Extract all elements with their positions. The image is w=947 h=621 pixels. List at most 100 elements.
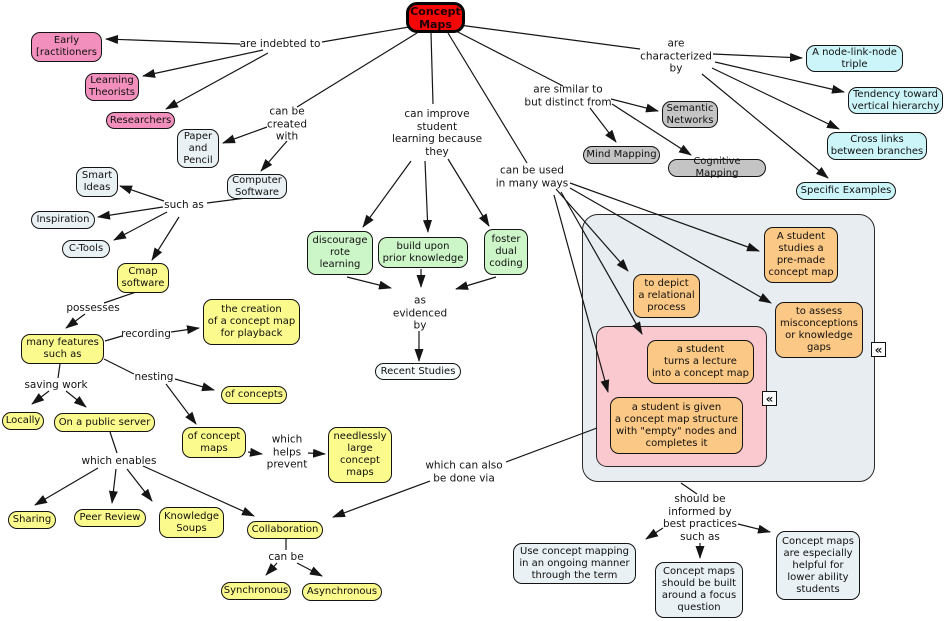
link-label-such-as[interactable]: such as xyxy=(164,198,204,211)
connector-line xyxy=(142,49,264,78)
node-semantic-networks[interactable]: Semantic Networks xyxy=(662,101,718,128)
connector-line xyxy=(109,431,118,454)
node-foster-dual-coding[interactable]: foster dual coding xyxy=(484,229,528,275)
link-label-can-be-created-with[interactable]: can be created with xyxy=(267,105,307,143)
link-label-saving-work[interactable]: saving work xyxy=(24,378,88,391)
connector-line xyxy=(142,465,255,517)
node-needlessly-large-maps[interactable]: needlessly large concept maps xyxy=(328,427,392,483)
node-ongoing-manner[interactable]: Use concept mapping in an ongoing manner… xyxy=(513,543,636,584)
node-computer-software[interactable]: Computer Software xyxy=(227,174,287,199)
connector-line xyxy=(57,363,61,379)
node-early-practitioners[interactable]: Early [ractitioners xyxy=(31,32,102,62)
connector-line xyxy=(569,187,772,304)
connector-line xyxy=(362,160,412,228)
node-student-empty-nodes[interactable]: a student is given a concept map structu… xyxy=(610,397,743,454)
connector-line xyxy=(113,211,168,241)
connector-line xyxy=(103,291,137,304)
link-label-can-be[interactable]: can be xyxy=(268,550,304,563)
node-focus-question[interactable]: Concept maps should be built around a fo… xyxy=(655,562,743,618)
node-cognitive-mapping[interactable]: Cognitive Mapping xyxy=(668,156,766,179)
link-label-should-be-informed[interactable]: should be informed by best practices suc… xyxy=(663,493,737,543)
connector-line xyxy=(430,32,434,105)
connector-line xyxy=(712,52,803,62)
connector-line xyxy=(447,158,490,227)
connector-line xyxy=(165,52,269,110)
node-inspiration[interactable]: Inspiration xyxy=(31,211,95,229)
node-mind-mapping[interactable]: Mind Mapping xyxy=(583,146,660,164)
link-label-which-enables[interactable]: which enables xyxy=(81,454,157,467)
node-node-link-node-triple[interactable]: A node-link-node triple xyxy=(806,45,903,72)
link-label-can-be-used[interactable]: can be used in many ways xyxy=(495,164,569,190)
connector-line xyxy=(170,325,200,335)
node-concept-maps[interactable]: Concept Maps xyxy=(406,2,465,33)
link-label-nesting[interactable]: nesting xyxy=(134,370,174,383)
node-paper-and-pencil[interactable]: Paper and Pencil xyxy=(177,129,219,168)
connector-line xyxy=(260,140,288,172)
connector-line xyxy=(151,216,180,261)
node-creation-for-playback[interactable]: the creation of a concept map for playba… xyxy=(203,299,300,345)
link-label-which-helps-prevent[interactable]: which helps prevent xyxy=(266,433,308,471)
node-asynchronous[interactable]: Asynchronous xyxy=(302,583,382,601)
node-build-upon-prior-knowledge[interactable]: build upon prior knowledge xyxy=(378,237,468,268)
node-smart-ideas[interactable]: Smart Ideas xyxy=(76,167,118,197)
link-label-as-evidenced-by[interactable]: as evidenced by xyxy=(392,294,448,332)
node-locally[interactable]: Locally xyxy=(2,412,44,430)
node-peer-review[interactable]: Peer Review xyxy=(74,509,146,527)
connector-line xyxy=(447,32,528,164)
connector-line xyxy=(247,447,263,457)
node-many-features[interactable]: many features such as xyxy=(21,334,104,364)
connector-line xyxy=(222,126,268,144)
node-of-concepts[interactable]: of concepts xyxy=(221,386,287,404)
node-cross-links-between-branches[interactable]: Cross links between branches xyxy=(827,132,927,160)
connector-line xyxy=(553,194,610,393)
connector-line xyxy=(126,468,153,502)
link-label-recording[interactable]: recording xyxy=(121,327,171,340)
node-student-premade-map[interactable]: A student studies a pre-made concept map xyxy=(764,227,838,283)
node-cmap-software[interactable]: Cmap software xyxy=(117,263,169,293)
link-label-are-similar-to[interactable]: are similar to but distinct from xyxy=(524,83,612,109)
connector-line xyxy=(611,103,692,156)
node-c-tools[interactable]: C-Tools xyxy=(62,240,110,258)
node-collaboration[interactable]: Collaboration xyxy=(247,521,323,539)
node-learning-theorists[interactable]: Learning Theorists xyxy=(85,73,139,101)
connector-line xyxy=(119,185,165,202)
node-knowledge-soups[interactable]: Knowledge Soups xyxy=(159,507,224,538)
link-label-possesses[interactable]: possesses xyxy=(66,301,120,314)
connector-line xyxy=(296,562,323,577)
connector-line xyxy=(422,160,432,233)
connector-line xyxy=(321,26,410,43)
node-sharing[interactable]: Sharing xyxy=(8,511,56,529)
link-label-are-indebted-to[interactable]: are indebted to xyxy=(239,37,321,50)
connector-line xyxy=(645,527,664,540)
collapsed-links-outer-icon[interactable]: « xyxy=(871,342,886,357)
connector-line xyxy=(589,107,617,143)
connector-line xyxy=(569,182,760,252)
node-student-lecture-to-map[interactable]: a student turns a lecture into a concept… xyxy=(647,340,754,384)
node-synchronous[interactable]: Synchronous xyxy=(221,582,291,600)
connector-line xyxy=(610,98,659,113)
node-of-concept-maps[interactable]: of concept maps xyxy=(182,427,246,458)
connector-line xyxy=(555,188,629,272)
node-specific-examples[interactable]: Specific Examples xyxy=(796,182,896,200)
node-assess-misconceptions[interactable]: to assess misconceptions or knowledge ga… xyxy=(775,302,863,358)
link-label-are-characterized-by[interactable]: are characterized by xyxy=(640,37,712,75)
node-discourage-rote-learning[interactable]: discourage rote learning xyxy=(307,231,373,275)
link-label-can-improve-learning[interactable]: can improve student learning because the… xyxy=(391,108,483,158)
link-label-which-can-also-be-done-via[interactable]: which can also be done via xyxy=(425,459,503,485)
node-lower-ability-students[interactable]: Concept maps are especially helpful for … xyxy=(776,531,860,600)
node-depict-relational-process[interactable]: to depict a relational process xyxy=(633,274,700,318)
collapsed-links-inner-icon[interactable]: « xyxy=(762,391,777,406)
connector-line xyxy=(105,34,241,45)
connector-line xyxy=(451,28,564,87)
connector-line xyxy=(165,383,197,425)
node-recent-studies[interactable]: Recent Studies xyxy=(375,363,461,380)
connector-line xyxy=(737,523,771,534)
node-on-a-public-server[interactable]: On a public server xyxy=(54,413,155,432)
connector-line xyxy=(104,335,123,342)
connector-line xyxy=(31,390,50,405)
connector-line xyxy=(265,562,278,576)
node-researchers[interactable]: Researchers xyxy=(106,112,175,129)
node-tendency-vertical-hierarchy[interactable]: Tendency toward vertical hierarchy xyxy=(848,87,943,114)
